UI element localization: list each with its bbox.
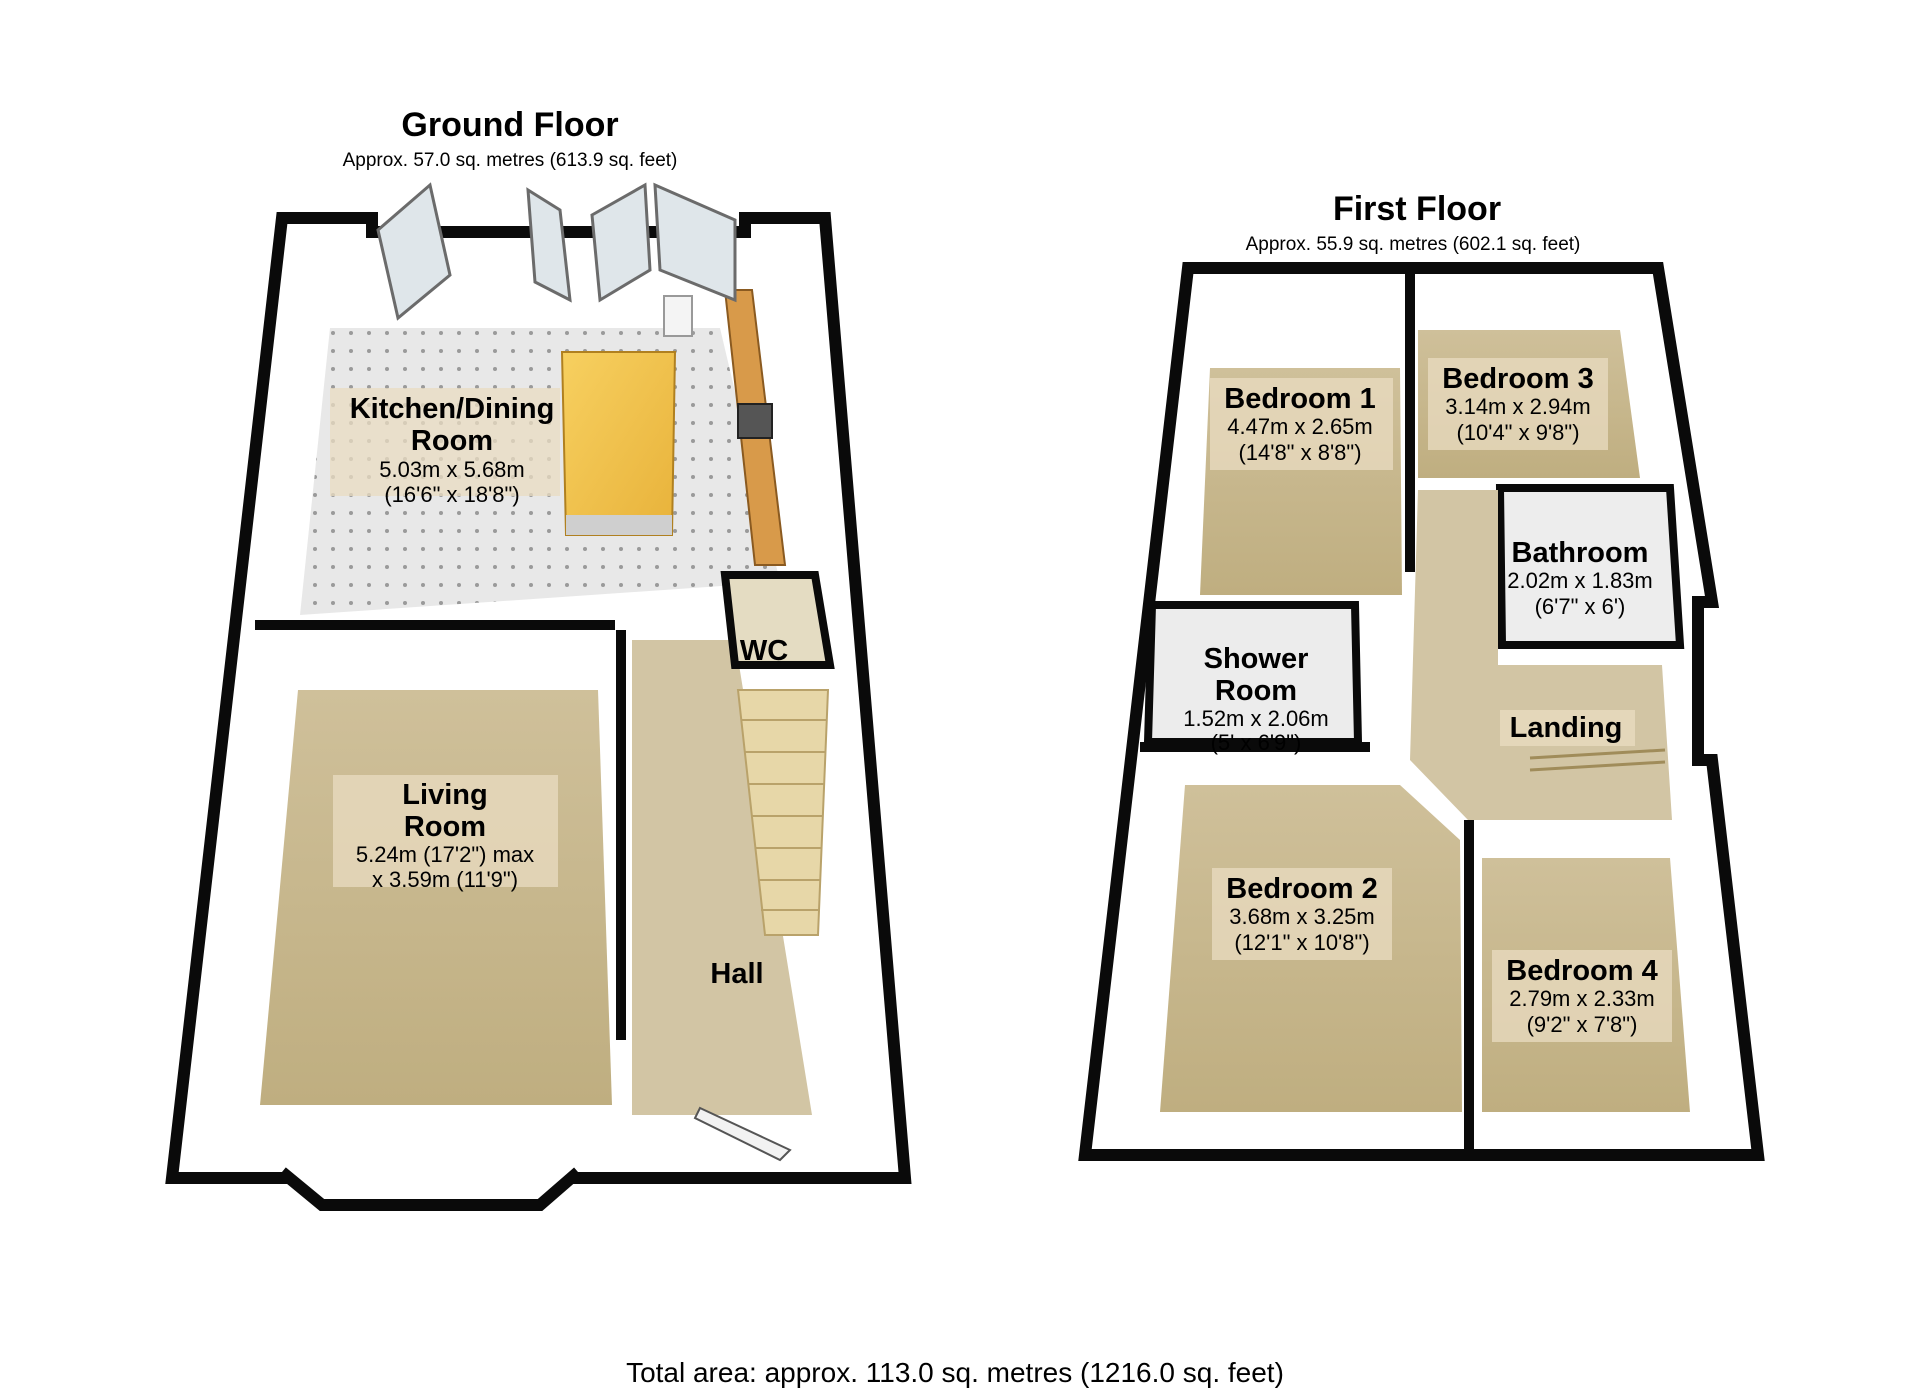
wc-room	[720, 571, 835, 669]
first-floor-area: Approx. 55.9 sq. metres (602.1 sq. feet)	[1246, 234, 1581, 255]
shower-name-line1: Shower	[1204, 643, 1309, 675]
bathroom-dim-imperial: (6'7" x 6')	[1535, 594, 1626, 619]
shower-dim-imperial: (5' x 6'9")	[1211, 730, 1302, 755]
hall-floor	[632, 640, 812, 1115]
kitchen-name-line2: Room	[411, 425, 493, 457]
bedroom4-dim-metric: 2.79m x 2.33m	[1509, 986, 1655, 1011]
living-dim-line1: 5.24m (17'2") max	[356, 842, 534, 867]
living-hall-wall	[616, 630, 626, 1040]
bay-window	[278, 1167, 582, 1211]
living-name-line2: Room	[404, 811, 486, 843]
bathroom-room	[1495, 484, 1685, 649]
kitchen-dim-imperial: (16'6" x 18'8")	[384, 482, 519, 507]
bathroom-name: Bathroom	[1512, 537, 1649, 569]
bedroom2-name: Bedroom 2	[1226, 873, 1377, 905]
landing-rail	[1529, 748, 1666, 772]
first-floor-title: First Floor	[1333, 190, 1501, 228]
bedroom2-dim-imperial: (12'1" x 10'8")	[1234, 930, 1369, 955]
living-room-floor	[260, 690, 612, 1105]
ground-floor-title: Ground Floor	[401, 106, 618, 144]
bedroom2-dim-metric: 3.68m x 3.25m	[1229, 904, 1375, 929]
hob-icon	[737, 403, 773, 439]
shower-name-line2: Room	[1215, 675, 1297, 707]
total-area: Total area: approx. 113.0 sq. metres (12…	[626, 1357, 1284, 1388]
first-floor-plan: First Floor Approx. 55.9 sq. metres (602…	[1078, 190, 1765, 1161]
hall-name: Hall	[710, 958, 763, 990]
living-dim-line2: x 3.59m (11'9")	[372, 867, 518, 892]
shower-bed2-wall	[1140, 742, 1370, 752]
shower-dim-metric: 1.52m x 2.06m	[1183, 706, 1329, 731]
bedroom3-name: Bedroom 3	[1442, 363, 1593, 395]
ground-floor-plan: Ground Floor Approx. 57.0 sq. metres (61…	[165, 106, 912, 1211]
kitchen-island-base	[566, 515, 672, 535]
staircase	[736, 689, 830, 936]
bed1-bed3-wall	[1405, 272, 1415, 572]
bedroom3-dim-metric: 3.14m x 2.94m	[1445, 394, 1591, 419]
bifold-doors-icon	[376, 182, 737, 321]
kitchen-dim-metric: 5.03m x 5.68m	[379, 457, 525, 482]
kitchen-living-wall	[255, 620, 615, 630]
bedroom4-dim-imperial: (9'2" x 7'8")	[1527, 1012, 1638, 1037]
bedroom1-name: Bedroom 1	[1224, 383, 1375, 415]
bedroom3-dim-imperial: (10'4" x 9'8")	[1456, 420, 1579, 445]
kitchen-name-line1: Kitchen/Dining	[350, 393, 555, 425]
bedroom1-dim-imperial: (14'8" x 8'8")	[1238, 440, 1361, 465]
bedroom4-name: Bedroom 4	[1506, 955, 1657, 987]
ground-floor-area: Approx. 57.0 sq. metres (613.9 sq. feet)	[343, 150, 678, 171]
living-name-line1: Living	[402, 779, 487, 811]
landing-name: Landing	[1510, 712, 1623, 744]
bedroom1-dim-metric: 4.47m x 2.65m	[1227, 414, 1373, 439]
bathroom-dim-metric: 2.02m x 1.83m	[1507, 568, 1653, 593]
kitchen-island	[560, 351, 677, 536]
front-door	[693, 1106, 792, 1162]
wc-name: WC	[740, 635, 788, 667]
sink-icon	[663, 295, 693, 337]
bed2-bed4-wall	[1464, 820, 1474, 1150]
